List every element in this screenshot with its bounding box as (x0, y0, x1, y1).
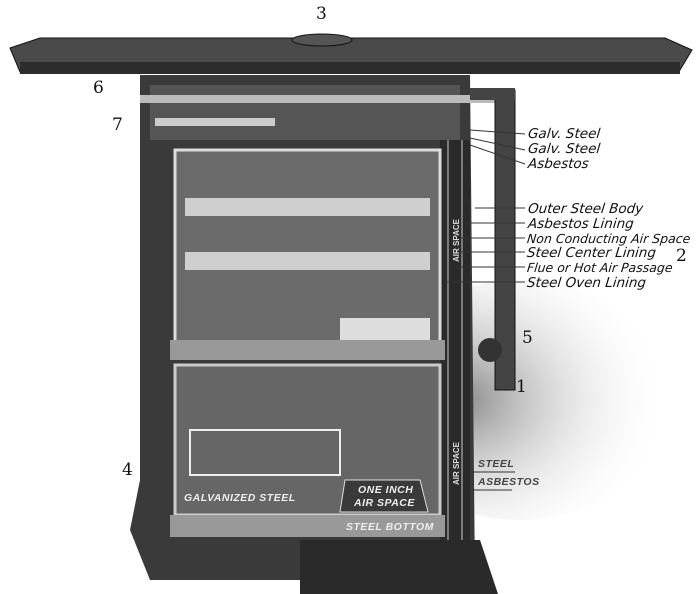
callout-3: 3 (316, 4, 327, 24)
air-space-box (339, 479, 429, 513)
label-outer-steel-body: Outer Steel Body (527, 201, 645, 217)
label-galv-steel-1: Galv. Steel (527, 126, 602, 142)
label-galv-steel-2: Galv. Steel (527, 141, 602, 157)
callout-4: 4 (122, 460, 133, 480)
oven-divider (170, 340, 445, 360)
label-steel-bottom: STEEL BOTTOM (346, 521, 434, 533)
label-one-inch-air-space: AIR SPACE (354, 497, 415, 509)
oven-rack (185, 198, 430, 216)
rod (155, 118, 275, 126)
label-asbestos-bottom: ASBESTOS (478, 476, 540, 488)
gas-pipe-elbow (470, 88, 515, 100)
callout-6: 6 (93, 78, 104, 98)
label-steel: STEEL (478, 458, 515, 470)
label-flue: Flue or Hot Air Passage (526, 260, 674, 275)
label-galvanized-steel: GALVANIZED STEEL (184, 492, 296, 504)
broiler-rack (189, 429, 341, 476)
label-steel-oven-lining: Steel Oven Lining (526, 275, 647, 291)
upper-oven (173, 148, 442, 347)
callout-5: 5 (522, 328, 533, 348)
oven-rack (185, 252, 430, 270)
label-air-space-lower: AIR SPACE (452, 442, 461, 485)
label-air-space: Non Conducting Air Space (526, 231, 692, 246)
upper-flue (150, 85, 460, 140)
valve (478, 338, 502, 362)
callout-2: 2 (676, 246, 687, 266)
label-asbestos: Asbestos (527, 156, 590, 172)
stove-top-edge (20, 62, 680, 74)
stove-base (300, 540, 498, 594)
steel-bottom (170, 515, 445, 537)
label-steel-center-lining: Steel Center Lining (526, 245, 657, 261)
top-vent (291, 33, 353, 47)
burner (340, 318, 430, 340)
label-one-inch: ONE INCH (358, 484, 414, 496)
label-air-space-upper: AIR SPACE (452, 219, 461, 262)
label-asbestos-lining: Asbestos Lining (527, 216, 635, 232)
leader-lines (445, 129, 526, 491)
callout-7: 7 (112, 115, 123, 135)
callout-1: 1 (516, 377, 527, 397)
rod (140, 95, 500, 103)
